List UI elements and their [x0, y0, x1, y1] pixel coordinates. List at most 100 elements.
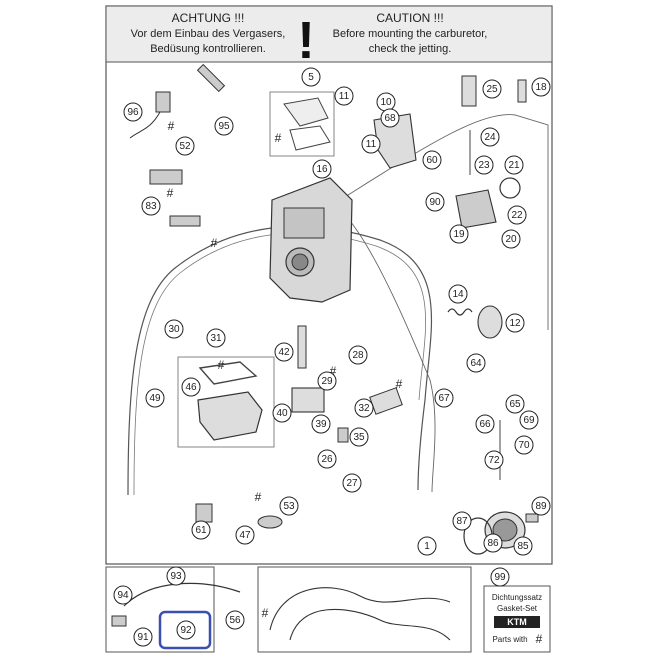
callout-circle: [474, 155, 494, 175]
valve-94: [111, 615, 127, 627]
callout-circle: [181, 377, 201, 397]
callout-number: 96: [127, 107, 139, 118]
callout-25: 25: [482, 79, 502, 99]
hash-marker: #: [255, 490, 262, 504]
jet-35: [337, 427, 349, 443]
sensor-96: [155, 91, 171, 113]
accelerator-pump-19: [455, 189, 497, 229]
parts-with-label: Parts with: [492, 635, 527, 644]
callout-number: 53: [283, 501, 295, 512]
hash-marker: #: [218, 358, 225, 372]
carburetor-body: [269, 177, 353, 303]
callout-20: 20: [501, 229, 521, 249]
callout-32: 32: [354, 398, 374, 418]
callout-number: 60: [426, 155, 438, 166]
callout-number: 42: [278, 347, 290, 358]
hash-marker: #: [168, 119, 175, 133]
callout-number: 86: [487, 538, 499, 549]
callout-number: 93: [170, 571, 182, 582]
callout-number: 64: [470, 358, 482, 369]
needle-jet-42: [297, 325, 307, 369]
callout-number: 1: [424, 541, 430, 552]
callout-27: 27: [342, 473, 362, 493]
callout-number: 14: [452, 289, 464, 300]
callout-47: 47: [235, 525, 255, 545]
callout-number: 21: [508, 160, 520, 171]
callout-number: 85: [517, 541, 529, 552]
vent-hose-set-2: [289, 608, 451, 641]
throttle-pulley-12: [477, 305, 503, 339]
callout-number: 70: [518, 440, 530, 451]
warning-en-title: CAUTION !!!: [376, 11, 443, 25]
jet-block-83: [169, 215, 201, 227]
callout-70: 70: [514, 435, 534, 455]
callout-number: 19: [453, 229, 465, 240]
callout-number: 5: [308, 72, 314, 83]
callout-number: 18: [535, 82, 547, 93]
callout-42: 42: [274, 342, 294, 362]
callout-circle: [380, 108, 400, 128]
callout-21: 21: [504, 155, 524, 175]
callout-circle: [519, 410, 539, 430]
callout-12: 12: [505, 313, 525, 333]
warning-header: ACHTUNG !!! Vor dem Einbau des Vergasers…: [105, 5, 553, 70]
callout-96: 96: [123, 102, 143, 122]
callout-number: 25: [486, 84, 498, 95]
callout-91: 91: [133, 627, 153, 647]
callout-number: 66: [479, 419, 491, 430]
callout-circle: [175, 136, 195, 156]
callout-circle: [164, 319, 184, 339]
callout-23: 23: [474, 155, 494, 175]
spring-14: [447, 308, 473, 316]
highlight-92: [158, 610, 212, 650]
callout-circle: [466, 353, 486, 373]
gasket-set-label-en: Gasket-Set: [497, 604, 538, 613]
callout-circle: [176, 620, 196, 640]
callout-number: 47: [239, 530, 251, 541]
callout-65: 65: [505, 394, 525, 414]
callout-circle: [348, 345, 368, 365]
callout-circle: [225, 610, 245, 630]
callout-61: 61: [191, 520, 211, 540]
callout-number: 56: [229, 615, 241, 626]
callout-number: 52: [179, 141, 191, 152]
part-61: [195, 503, 213, 523]
intake-boot-inner: [492, 518, 518, 542]
callout-number: 61: [195, 525, 207, 536]
hash-marker: #: [167, 186, 174, 200]
callout-10: 10: [376, 92, 396, 112]
callout-circle: [449, 224, 469, 244]
callout-number: 39: [315, 419, 327, 430]
warning-en-line2: check the jetting.: [369, 43, 452, 55]
callout-number: 87: [456, 516, 468, 527]
hot-start-52: [149, 169, 183, 185]
callout-circle: [483, 533, 503, 553]
callout-circle: [505, 313, 525, 333]
callout-number: 24: [484, 132, 496, 143]
callout-16: 16: [312, 159, 332, 179]
callout-circle: [272, 403, 292, 423]
callout-39: 39: [311, 414, 331, 434]
callout-circle: [123, 102, 143, 122]
callout-circle: [417, 536, 437, 556]
callout-24: 24: [480, 127, 500, 147]
float-bowl-gasket: [198, 361, 258, 385]
callout-number: 46: [185, 382, 197, 393]
callout-circle: [484, 450, 504, 470]
part-18: [517, 79, 527, 103]
callout-circle: [113, 585, 133, 605]
callout-number: 35: [353, 432, 365, 443]
callout-number: 26: [321, 454, 333, 465]
callout-22: 22: [507, 205, 527, 225]
panel-vent-hoses: [257, 566, 472, 653]
callout-circle: [274, 342, 294, 362]
o-ring-21: [499, 177, 521, 199]
cover-plate-5: [283, 97, 329, 127]
hash-marker: #: [262, 606, 269, 620]
throttle-sensor-40: [291, 387, 325, 413]
callout-87: 87: [452, 511, 472, 531]
callout-number: 27: [346, 478, 358, 489]
callout-circle: [448, 284, 468, 304]
callout-circle: [141, 196, 161, 216]
